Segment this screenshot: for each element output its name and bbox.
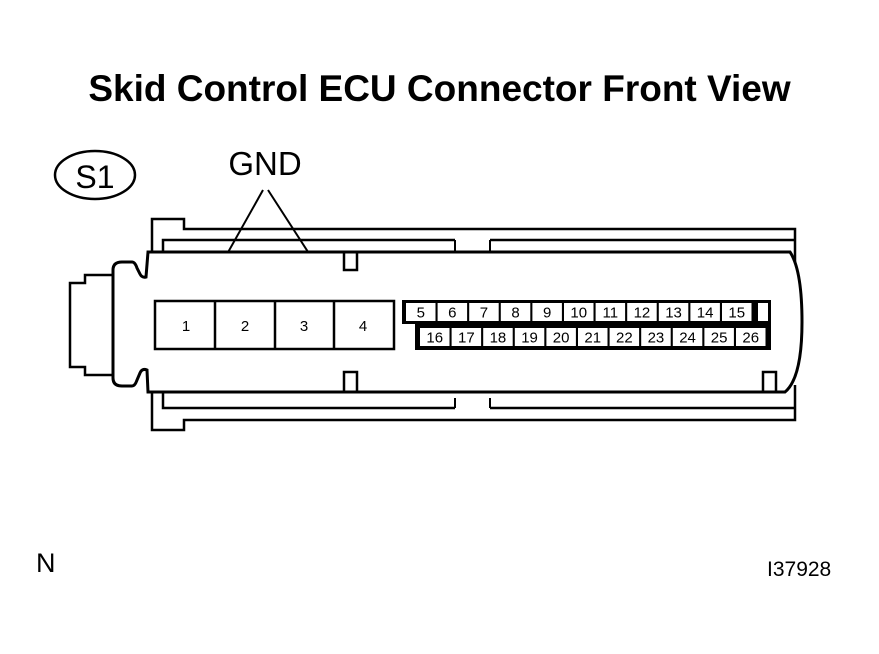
orientation-mark: N	[36, 548, 56, 578]
small-pin-25	[704, 328, 734, 346]
small-pin-block: 5 6 7 8 9 10 11 12 13 14 15 16 17 18 19 20 21 22 23 24 25 26	[402, 300, 771, 350]
small-pin-label-20: 20	[553, 330, 570, 347]
small-pin-20	[546, 328, 576, 346]
small-pin-label-8: 8	[511, 305, 519, 322]
small-pin-9	[532, 303, 562, 321]
small-pin-label-23: 23	[648, 330, 665, 347]
small-pin-26	[736, 328, 766, 346]
small-pin-label-15: 15	[728, 305, 745, 322]
small-pin-label-25: 25	[711, 330, 728, 347]
small-pin-13	[658, 303, 689, 321]
small-pin-15	[722, 303, 752, 321]
small-pin-17	[451, 328, 482, 346]
small-pin-label-11: 11	[603, 305, 619, 322]
pin-1-label: 1	[182, 318, 190, 335]
small-pin-label-24: 24	[679, 330, 696, 347]
small-pin-16	[420, 328, 450, 346]
small-pin-label-21: 21	[584, 330, 601, 347]
small-pin-label-12: 12	[634, 305, 651, 322]
small-pin-23	[641, 328, 671, 346]
small-pin-22	[609, 328, 640, 346]
small-pin-label-7: 7	[480, 305, 488, 322]
small-pin-label-5: 5	[417, 305, 425, 322]
small-pin-24	[672, 328, 703, 346]
small-pin-label-13: 13	[665, 305, 682, 322]
small-pin-label-26: 26	[742, 330, 759, 347]
small-pin-8	[500, 303, 531, 321]
small-pin-label-18: 18	[490, 330, 507, 347]
small-pin-label-6: 6	[448, 305, 456, 322]
figure-id: I37928	[767, 558, 832, 581]
empty-pin-slot	[756, 301, 770, 323]
large-pin-block: 1 2 3 4	[153, 299, 396, 351]
small-pin-label-19: 19	[521, 330, 538, 347]
pin-3-label: 3	[300, 318, 308, 335]
gnd-callout-label: GND	[228, 145, 301, 182]
small-pin-label-17: 17	[458, 330, 475, 347]
small-pin-7	[469, 303, 499, 321]
small-pin-label-16: 16	[426, 330, 443, 347]
small-pin-label-10: 10	[570, 305, 587, 322]
small-pin-label-22: 22	[616, 330, 633, 347]
small-pin-label-14: 14	[697, 305, 714, 322]
connector-code-label: S1	[75, 159, 114, 195]
small-pin-label-9: 9	[543, 305, 551, 322]
small-pin-6	[437, 303, 468, 321]
small-pin-10	[564, 303, 594, 321]
small-pin-11	[595, 303, 626, 321]
small-pin-5	[406, 303, 436, 321]
small-pin-18	[483, 328, 513, 346]
diagram-title: Skid Control ECU Connector Front View	[88, 68, 791, 109]
small-pin-19	[514, 328, 545, 346]
small-pin-12	[627, 303, 657, 321]
pin-4-label: 4	[359, 318, 367, 335]
small-pin-14	[690, 303, 720, 321]
connector-code-badge: S1	[53, 149, 137, 201]
pin-2-label: 2	[241, 318, 249, 335]
small-pin-21	[578, 328, 608, 346]
